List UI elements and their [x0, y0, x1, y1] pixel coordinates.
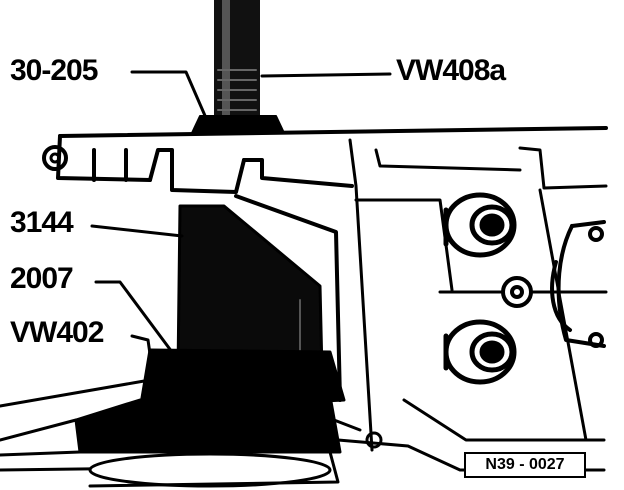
label-30-205: 30-205: [10, 54, 98, 87]
spindle-rod: [214, 0, 260, 120]
label-2007: 2007: [10, 262, 74, 295]
gearbox-housing: [336, 138, 608, 472]
bracket-bar: [42, 126, 608, 194]
adapter-block: [176, 204, 324, 374]
leader-lines: [90, 70, 392, 384]
adapter-edge: [234, 194, 342, 402]
lower-bore: [443, 319, 517, 385]
label-3144: 3144: [10, 206, 74, 239]
upper-bore: [443, 192, 517, 258]
label-vw402: VW402: [10, 316, 104, 349]
shaft-boss: [438, 276, 608, 308]
right-flange: [550, 220, 606, 348]
label-vw408a: VW408a: [396, 54, 506, 87]
figure-code-box: N39 - 0027: [464, 452, 586, 478]
press-plate: [0, 348, 346, 488]
bolt-detail: [332, 418, 383, 449]
